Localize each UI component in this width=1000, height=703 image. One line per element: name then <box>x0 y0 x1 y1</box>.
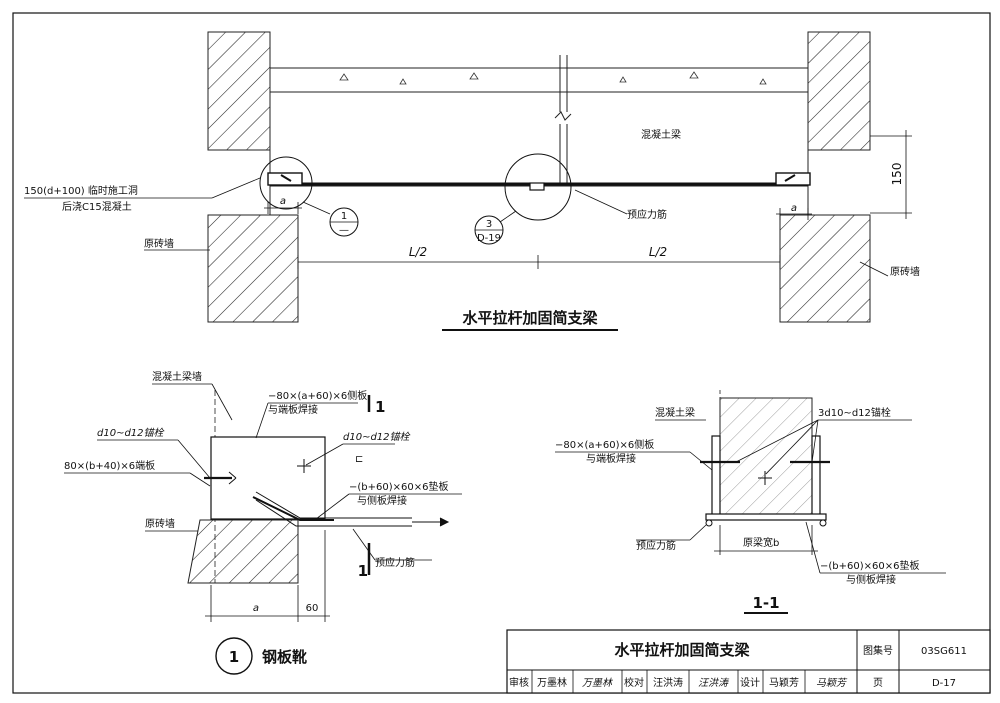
callout-1-num: 1 <box>341 211 347 222</box>
detail1-title: 钢板靴 <box>262 648 307 666</box>
detail1-dim-a: a <box>253 603 259 614</box>
section-concrete-beam: 混凝土梁 <box>655 406 695 419</box>
section-1-1: 混凝土梁 3d10~d12锚栓 −80×(a+60)×6侧板 与端板焊接 预应力… <box>555 390 946 614</box>
detail1-section-mark-bottom: 1 <box>358 562 368 580</box>
detail1-prestress-label: 预应力筋 <box>375 556 415 569</box>
slab-aggregate-marks <box>339 71 767 85</box>
detail1-anchor-right: d10~d12锚栓 <box>343 431 411 443</box>
brick-wall-right-upper <box>807 31 871 151</box>
tb-check-label: 校对 <box>624 676 644 689</box>
brick-wall-left-label: 原砖墙 <box>144 237 174 250</box>
detail-1: 1 1 ⊏ 混凝土梁墙 −80×(a+60)×6侧板 与端板焊接 d10~d12… <box>64 370 462 675</box>
tb-check-sign: 汪洪涛 <box>698 677 730 689</box>
dim-a-left-label: a <box>280 196 286 207</box>
tb-review-sign: 万墨林 <box>582 677 613 689</box>
concrete-slab <box>269 67 809 93</box>
dim-half-right: L/2 <box>649 245 667 259</box>
hole-note-1: 150(d+100) 临时施工洞 <box>24 184 138 197</box>
section-pad-plate-1: −(b+60)×60×6垫板 <box>820 559 919 572</box>
steel-shoe-right <box>775 172 811 186</box>
detail1-pad-plate-1: −(b+60)×60×6垫板 <box>349 480 448 493</box>
title-block: 水平拉杆加固简支梁 图集号 03SG611 审核 万墨林 万墨林 校对 汪洪涛 … <box>506 629 991 694</box>
brick-wall-right-lower <box>779 214 871 323</box>
title-block-atlas-no: 03SG611 <box>921 646 967 657</box>
brick-wall-left-upper <box>207 31 271 151</box>
dim-a-right <box>776 208 812 220</box>
title-block-atlas-label: 图集号 <box>863 644 893 657</box>
steel-shoe-left <box>267 172 303 186</box>
detail1-side-plate-2: 与端板焊接 <box>268 403 318 416</box>
tb-check-name: 汪洪涛 <box>653 676 683 689</box>
detail1-title-num: 1 <box>229 648 239 666</box>
callout-3-num: 3 <box>486 219 492 230</box>
section-beam-width: 原梁宽b <box>743 536 779 549</box>
title-block-page-no: D-17 <box>932 678 956 689</box>
brick-wall-right-label: 原砖墙 <box>890 265 920 278</box>
detail-circle-left <box>259 156 313 210</box>
tb-design-name: 马颖芳 <box>769 676 799 689</box>
section-side-plate-2: 与端板焊接 <box>586 452 636 465</box>
dim-150 <box>870 130 912 219</box>
detail1-brick-wall <box>187 519 299 584</box>
title-block-title: 水平拉杆加固简支梁 <box>614 641 750 659</box>
section-pad-plate-2: 与侧板焊接 <box>846 573 896 586</box>
dim-a-right-label: a <box>791 203 797 214</box>
main-view: 1 — 3 D-19 a a L/2 L/2 <box>24 31 920 331</box>
title-block-page-label: 页 <box>873 677 883 689</box>
detail1-prestress-bar <box>255 491 412 519</box>
prestress-bar-label: 预应力筋 <box>627 208 667 221</box>
tb-review-name: 万墨林 <box>537 676 567 689</box>
concrete-beam-label: 混凝土梁 <box>641 128 681 141</box>
detail1-dims <box>205 530 330 622</box>
dim-span <box>297 255 781 269</box>
break-line <box>554 55 572 186</box>
detail1-pad-plate-2: 与侧板焊接 <box>357 494 407 507</box>
detail-circle-mid <box>504 153 572 221</box>
section-title: 1-1 <box>752 594 779 612</box>
detail1-end-plate: 80×(b+40)×6端板 <box>64 459 155 472</box>
brick-wall-left-lower <box>207 214 299 323</box>
sheet-border <box>12 12 991 694</box>
detail1-beam-wall: 混凝土梁墙 <box>152 370 202 383</box>
tb-design-label: 设计 <box>740 676 760 689</box>
tb-design-sign: 马颖芳 <box>816 677 848 689</box>
detail1-side-plate-1: −80×(a+60)×6侧板 <box>268 389 367 402</box>
dim-a-left <box>264 202 302 214</box>
section-side-plate-1: −80×(a+60)×6侧板 <box>555 438 654 451</box>
main-view-title: 水平拉杆加固简支梁 <box>462 309 598 327</box>
callout-1-sheet: — <box>339 225 349 236</box>
detail1-brick-wall-label: 原砖墙 <box>145 517 175 530</box>
callout-3-sheet: D-19 <box>477 233 501 244</box>
turnbuckle <box>529 182 545 191</box>
tb-review-label: 审核 <box>509 676 529 689</box>
detail1-dim-60: 60 <box>306 603 319 614</box>
dim-half-left: L/2 <box>409 245 427 259</box>
weld-symbol: ⊏ <box>355 454 363 465</box>
detail1-section-mark-top: 1 <box>375 398 385 416</box>
detail1-title-circle <box>215 637 253 675</box>
section-anchors: 3d10~d12锚栓 <box>818 406 891 419</box>
dim-150-label: 150 <box>890 163 904 186</box>
hole-note-2: 后浇C15混凝土 <box>62 200 132 213</box>
detail1-anchor-left: d10~d12锚栓 <box>97 427 165 439</box>
section-prestress-label: 预应力筋 <box>636 539 676 552</box>
